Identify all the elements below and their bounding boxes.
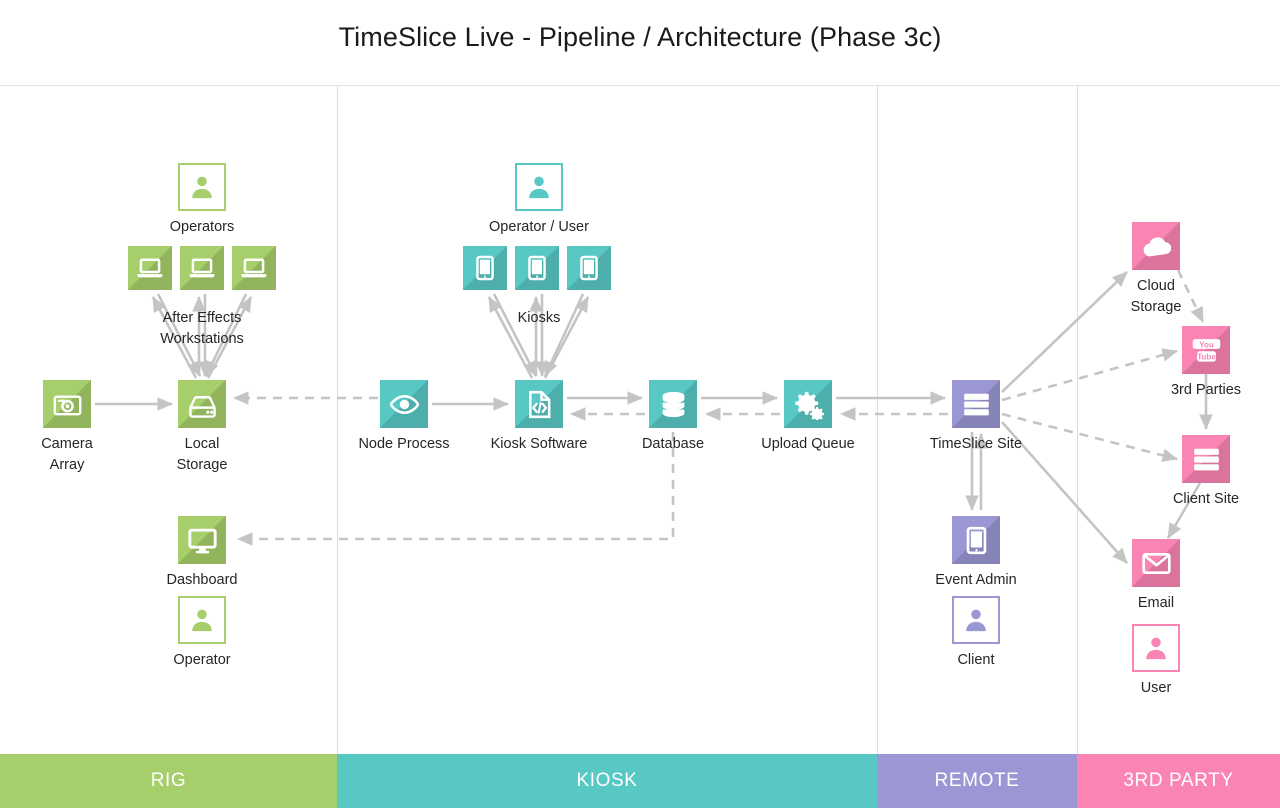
node-label-kiosk_software: Kiosk Software (490, 436, 588, 452)
tablet-icon[interactable] (567, 246, 611, 290)
code-file-icon[interactable] (515, 380, 563, 428)
node-local_storage[interactable]: Local Storage (142, 380, 262, 475)
node-user[interactable]: User (1096, 624, 1216, 699)
page-title: TimeSlice Live - Pipeline / Architecture… (338, 22, 942, 52)
node-timeslice_site[interactable]: TimeSlice Site (916, 380, 1036, 455)
node-event_admin[interactable]: Event Admin (916, 516, 1036, 591)
node-group-label-kiosks: Kiosks (517, 310, 561, 326)
user-icon[interactable] (952, 596, 1000, 644)
lane-footer-rig[interactable]: RIG (0, 754, 337, 808)
tablet-icon[interactable] (463, 246, 507, 290)
svg-text:Tube: Tube (1197, 352, 1216, 361)
node-dashboard[interactable]: Dashboard (142, 516, 262, 591)
node-label-user: User (1140, 680, 1172, 696)
node-label-cloud_storage: Cloud Storage (1130, 278, 1182, 315)
node-label-client_site: Client Site (1172, 491, 1240, 507)
lane-footer-remote[interactable]: REMOTE (877, 754, 1077, 808)
node-email[interactable]: Email (1096, 539, 1216, 614)
user-icon[interactable] (1132, 624, 1180, 672)
monitor-icon[interactable] (178, 516, 226, 564)
node-client_site[interactable]: Client Site (1146, 435, 1266, 510)
conn-kiosk3-to-kiosk-software (543, 293, 585, 377)
lane-divider-remote (877, 86, 878, 754)
node-operator[interactable]: Operator (142, 596, 262, 671)
laptop-icon[interactable] (232, 246, 276, 290)
node-label-node_process: Node Process (358, 436, 450, 452)
node-group-kiosks (463, 246, 611, 290)
hdd-icon[interactable] (178, 380, 226, 428)
node-label-event_admin: Event Admin (935, 572, 1017, 588)
cloud-icon[interactable] (1132, 222, 1180, 270)
laptop-icon[interactable] (128, 246, 172, 290)
database-icon[interactable] (649, 380, 697, 428)
node-label-dashboard: Dashboard (166, 572, 238, 588)
laptop-icon[interactable] (180, 246, 224, 290)
tablet-icon[interactable] (952, 516, 1000, 564)
user-icon[interactable] (178, 163, 226, 211)
node-cloud_storage[interactable]: Cloud Storage (1096, 222, 1216, 317)
node-label-database: Database (641, 436, 705, 452)
node-node_process[interactable]: Node Process (344, 380, 464, 455)
server-icon[interactable] (1182, 435, 1230, 483)
node-label-operator_user: Operator / User (489, 219, 589, 235)
node-client[interactable]: Client (916, 596, 1036, 671)
lane-footer-kiosk[interactable]: KIOSK (337, 754, 877, 808)
lane-divider-third_party (1077, 86, 1078, 754)
svg-text:You: You (1199, 340, 1214, 349)
camera-icon[interactable] (43, 380, 91, 428)
user-icon[interactable] (515, 163, 563, 211)
node-group-after_effects_workstations (128, 246, 276, 290)
gears-icon[interactable] (784, 380, 832, 428)
node-label-upload_queue: Upload Queue (761, 436, 855, 452)
node-group-label-after_effects_workstations: After Effects Workstations (160, 310, 244, 347)
title-bar: TimeSlice Live - Pipeline / Architecture… (0, 0, 1280, 86)
node-kiosk_software[interactable]: Kiosk Software (479, 380, 599, 455)
user-icon[interactable] (178, 596, 226, 644)
node-label-camera_array: Camera Array (41, 436, 93, 473)
node-label-operator: Operator (173, 652, 231, 668)
server-icon[interactable] (952, 380, 1000, 428)
node-database[interactable]: Database (613, 380, 733, 455)
lane-divider-kiosk (337, 86, 338, 754)
tablet-icon[interactable] (515, 246, 559, 290)
lane-footer-third_party[interactable]: 3RD PARTY (1077, 754, 1280, 808)
conn-kiosk1-to-kiosk-software (492, 293, 538, 377)
node-label-timeslice_site: TimeSlice Site (929, 436, 1023, 452)
envelope-icon[interactable] (1132, 539, 1180, 587)
node-label-local_storage: Local Storage (176, 436, 228, 473)
node-upload_queue[interactable]: Upload Queue (748, 380, 868, 455)
node-operators[interactable]: Operators (142, 163, 262, 238)
eye-icon[interactable] (380, 380, 428, 428)
node-label-email: Email (1137, 595, 1175, 611)
node-label-third_parties: 3rd Parties (1170, 382, 1242, 398)
node-label-operators: Operators (169, 219, 235, 235)
node-label-client: Client (957, 652, 995, 668)
node-operator_user[interactable]: Operator / User (479, 163, 599, 238)
node-camera_array[interactable]: Camera Array (7, 380, 127, 475)
